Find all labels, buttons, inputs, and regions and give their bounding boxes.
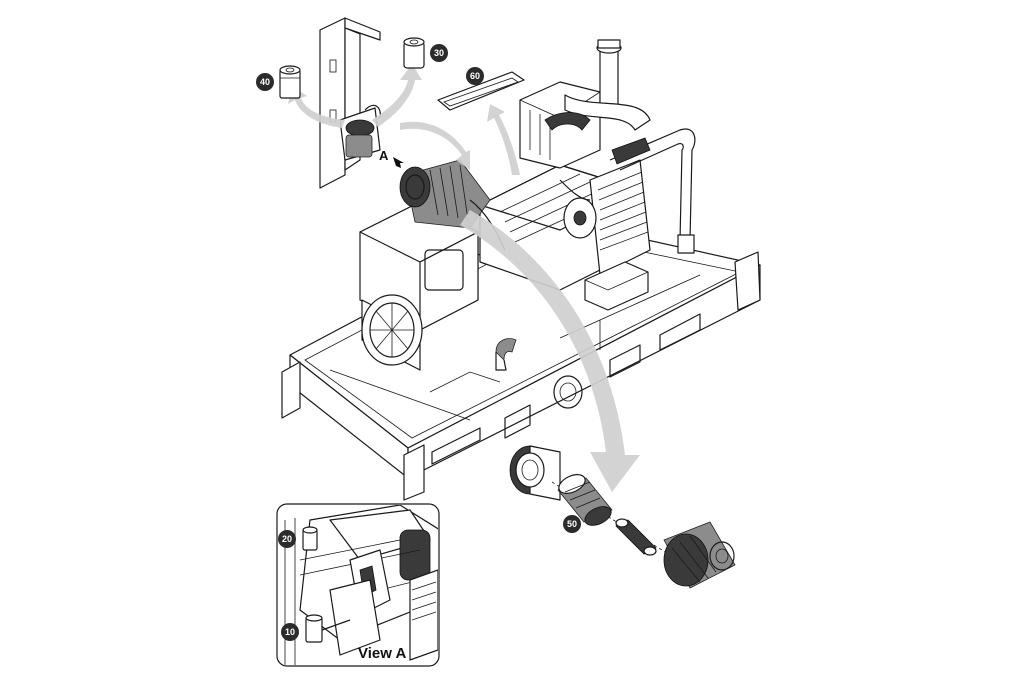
callout-50-label: 50 (567, 519, 577, 529)
callout-10: 10 (281, 623, 299, 641)
callout-30-label: 30 (434, 48, 444, 58)
safety-element (615, 518, 657, 556)
removal-arrows (288, 64, 640, 492)
view-a-inset: View A (276, 503, 440, 667)
air-filter-body (663, 521, 736, 589)
callout-20-label: 20 (282, 534, 292, 544)
callout-40-label: 40 (260, 77, 270, 87)
view-a-marker: A (379, 148, 404, 168)
inset-label: View A (358, 645, 407, 662)
oil-filter-part (279, 65, 301, 99)
air-filter-housing (399, 159, 506, 251)
callout-60-label: 60 (470, 71, 480, 81)
fuel-filter-part (403, 37, 425, 69)
callout-20: 20 (278, 530, 296, 548)
air-filter-element (557, 474, 613, 526)
callout-60: 60 (466, 67, 484, 85)
callout-30: 30 (430, 44, 448, 62)
view-arrow-icon (393, 157, 404, 168)
view-letter: A (379, 148, 389, 163)
air-filter-cover (509, 445, 561, 501)
callout-10-label: 10 (285, 627, 295, 637)
callout-40: 40 (256, 73, 274, 91)
valve-cover-gasket (437, 71, 525, 111)
filter-bracket (319, 17, 381, 189)
callout-50: 50 (563, 515, 581, 533)
air-filter-exploded (509, 445, 736, 589)
